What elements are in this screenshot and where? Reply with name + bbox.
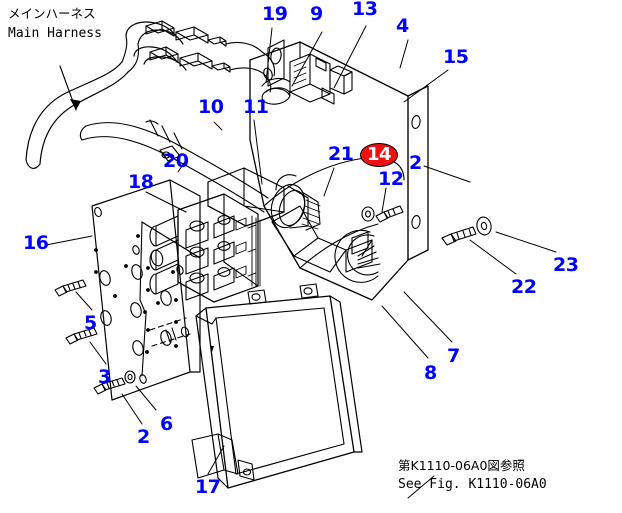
part-callout-22[interactable]: 22 <box>511 276 537 298</box>
part-callout-2[interactable]: 2 <box>137 426 150 448</box>
bolt-5 <box>54 279 87 297</box>
part-callout-8[interactable]: 8 <box>424 362 437 384</box>
part-callout-17[interactable]: 17 <box>195 476 221 498</box>
frame-guard-17 <box>191 283 363 489</box>
washer-6 <box>124 370 136 384</box>
main-bracket-plate <box>249 41 429 301</box>
bolt-3 <box>65 327 98 345</box>
part-callout-23[interactable]: 23 <box>553 254 579 276</box>
mounting-plate-16 <box>91 179 201 401</box>
top-relay-assembly <box>261 39 353 105</box>
see-figure-reference-jp: 第K1110-06A0図参照 <box>398 458 525 473</box>
part-callout-2[interactable]: 2 <box>409 152 422 174</box>
part-callout-4[interactable]: 4 <box>396 15 409 37</box>
part-callout-7[interactable]: 7 <box>447 345 460 367</box>
part-callout-15[interactable]: 15 <box>443 46 469 68</box>
part-callout-18[interactable]: 18 <box>128 171 154 193</box>
part-callout-21[interactable]: 21 <box>328 143 354 165</box>
part-callout-11[interactable]: 11 <box>243 96 269 118</box>
washer-23 <box>476 216 492 236</box>
part-callout-16[interactable]: 16 <box>23 232 49 254</box>
part-callout-13[interactable]: 13 <box>352 0 378 20</box>
part-callout-9[interactable]: 9 <box>310 3 323 25</box>
rotary-actuator <box>270 174 321 231</box>
valve-stack-18 <box>149 167 285 303</box>
see-figure-reference-en: See Fig. K1110-06A0 <box>398 477 547 492</box>
part-callout-14-highlighted[interactable]: 14 <box>360 143 399 167</box>
part-callout-19[interactable]: 19 <box>262 3 288 25</box>
leader-lines <box>45 25 557 499</box>
part-callout-6[interactable]: 6 <box>160 413 173 435</box>
part-callout-3[interactable]: 3 <box>98 366 111 388</box>
part-callout-10[interactable]: 10 <box>198 96 224 118</box>
main-harness-label-en: Main Harness <box>8 26 102 41</box>
bolt-22 <box>441 226 477 246</box>
main-harness-cable <box>25 20 276 169</box>
part-callout-5[interactable]: 5 <box>84 312 97 334</box>
main-harness-label-jp: メインハーネス <box>8 6 96 21</box>
main-harness-leader <box>59 65 81 111</box>
part-callout-12[interactable]: 12 <box>378 168 404 190</box>
part-callout-20[interactable]: 20 <box>163 150 189 172</box>
bolt-2-left <box>93 377 126 395</box>
